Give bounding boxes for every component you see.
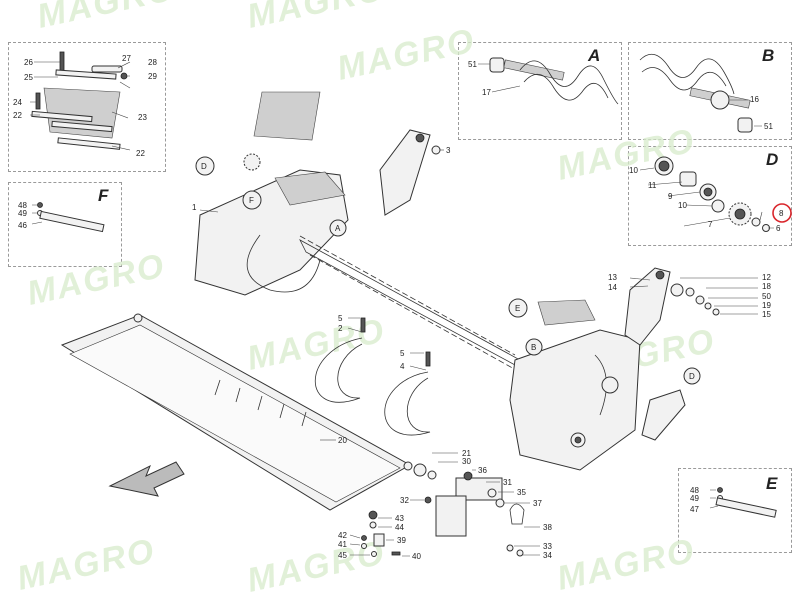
part-callout-label: 18 (762, 282, 771, 291)
detail-title-a: A (588, 46, 601, 65)
part-callout-label: 26 (24, 58, 33, 67)
part-callout-label: 35 (517, 488, 526, 497)
part-callout-label: 44 (395, 523, 404, 532)
part-callout-label: 32 (400, 496, 409, 505)
main-assembly: 3 1 (192, 91, 771, 471)
watermark-text: MAGRO (34, 0, 179, 36)
part-callout-label: 48 (690, 486, 699, 495)
part-callout-label: B (531, 343, 536, 352)
part-callout-label: 5 (400, 349, 405, 358)
part-callout-label: D (201, 162, 207, 171)
part-callout-label: 39 (397, 536, 406, 545)
watermark-text: MAGRO (244, 533, 389, 599)
part-callout-label: 40 (412, 552, 421, 561)
part-callout-label: F (249, 196, 254, 205)
spring-parts: 5 2 5 4 (315, 314, 431, 436)
panel-detail-d (628, 146, 792, 246)
part-callout-label: 46 (18, 221, 27, 230)
part-callout-label: 14 (608, 283, 617, 292)
detail-title-b: B (762, 46, 775, 65)
detail-f-parts: 48 49 46 (18, 201, 105, 233)
part-callout-label: 41 (338, 540, 347, 549)
detail-title-e: E (766, 474, 778, 493)
frame-assembly: 20 (60, 313, 413, 511)
part-callout-label: 20 (338, 436, 347, 445)
part-callout-label: 9 (668, 192, 673, 201)
part-callout-label: 43 (395, 514, 404, 523)
part-callout-label: A (335, 224, 341, 233)
part-callout-label: 51 (468, 60, 477, 69)
panel-detail-a (458, 42, 622, 140)
part-callout-label: 23 (138, 113, 147, 122)
part-callout-label: 3 (446, 146, 451, 155)
part-callout-label: 25 (24, 73, 33, 82)
watermark-text: MAGRO (244, 0, 389, 36)
part-callout-label: 7 (708, 220, 713, 229)
panel-top-left-detail (8, 42, 166, 172)
part-callout-label: 12 (762, 273, 771, 282)
part-callout-label: 22 (136, 149, 145, 158)
part-callout-label: 19 (762, 301, 771, 310)
part-callout-label: 30 (462, 457, 471, 466)
watermark-text: MAGRO (334, 21, 479, 87)
part-callout-label: 4 (400, 362, 405, 371)
panel-detail-e (678, 468, 792, 553)
watermark-text: MAGRO (554, 121, 699, 187)
part-callout-label: 48 (18, 201, 27, 210)
part-callout-label: 6 (776, 224, 781, 233)
part-callout-label: 17 (482, 88, 491, 97)
detail-title-d: D (766, 150, 779, 169)
part-callout-label: 13 (608, 273, 617, 282)
part-callout-label: 49 (690, 494, 699, 503)
watermark-text: MAGRO (244, 311, 389, 377)
watermark-text: MAGRO (554, 531, 699, 597)
part-callout-label: 27 (122, 54, 131, 63)
detail-b-parts: 16 51 (639, 53, 773, 133)
part-callout-label: 22 (13, 111, 22, 120)
part-callout-label: 36 (478, 466, 487, 475)
part-callout-label: 8 (779, 209, 784, 218)
part-callout-label: D (689, 372, 695, 381)
part-callout-label: 11 (648, 181, 657, 190)
part-callout-label: 29 (148, 72, 157, 81)
part-callout-label: E (515, 304, 520, 313)
detail-title-f: F (98, 186, 109, 205)
part-callout-label: 5 (338, 314, 343, 323)
highlight-circle (772, 203, 792, 223)
part-callout-label: 49 (18, 209, 27, 218)
part-callout-label: 10 (629, 166, 638, 175)
watermark-layer: MAGRO MAGRO MAGRO MAGRO MAGRO MAGRO MAGR… (14, 0, 719, 600)
part-callout-label: 24 (13, 98, 22, 107)
part-callout-label: 15 (762, 310, 771, 319)
part-callout-label: 50 (762, 292, 771, 301)
part-callout-label: 37 (533, 499, 542, 508)
part-callout-label: 42 (338, 531, 347, 540)
part-callout-label: 21 (462, 449, 471, 458)
part-callout-label: 2 (338, 324, 343, 333)
detail-top-left-parts: 26 25 24 22 22 27 28 29 23 22 (13, 51, 157, 158)
detail-d-parts: 10 11 9 10 7 6 8 (629, 156, 792, 233)
part-callout-label: 28 (148, 58, 157, 67)
watermark-text: MAGRO (14, 531, 159, 597)
lower-hardware: 21 30 36 31 32 35 37 38 33 34 (338, 449, 552, 561)
part-callout-label: 51 (764, 122, 773, 131)
panel-detail-f (8, 182, 122, 267)
detail-e-parts: 48 49 47 (690, 486, 777, 518)
part-callout-label: 10 (678, 201, 687, 210)
panel-detail-b (628, 42, 792, 140)
part-callout-label: 33 (543, 542, 552, 551)
detail-a-parts: 51 17 (468, 57, 619, 105)
part-callout-label: 31 (503, 478, 512, 487)
part-callout-label: 47 (690, 505, 699, 514)
watermark-text: MAGRO (24, 246, 169, 312)
part-callout-label: 16 (750, 95, 759, 104)
part-callout-label: 38 (543, 523, 552, 532)
part-callout-label: 45 (338, 551, 347, 560)
part-callout-label: 34 (543, 551, 552, 560)
part-callout-label: 1 (192, 203, 197, 212)
